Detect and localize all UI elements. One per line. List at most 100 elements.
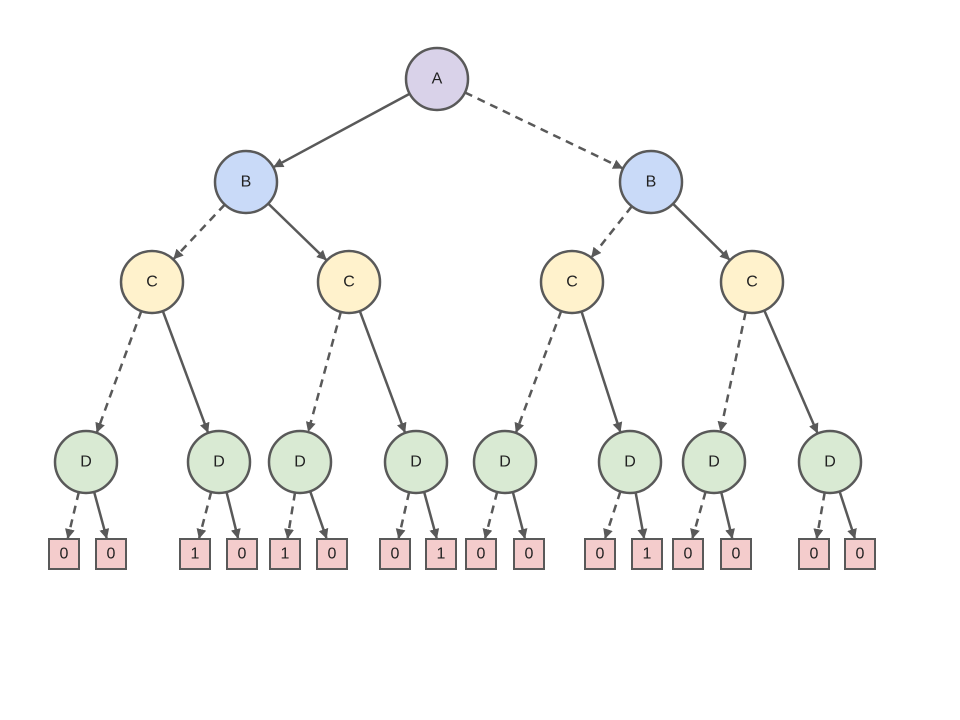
leaf-box — [631, 538, 663, 570]
node-circle — [404, 46, 470, 112]
leaf-l13: 0 — [720, 538, 752, 570]
node-label: D — [624, 454, 636, 471]
leaf-value: 0 — [391, 546, 400, 563]
edge-d011-l7-solid — [422, 491, 440, 539]
leaf-box — [584, 538, 616, 570]
node-b0: B — [213, 149, 279, 215]
leaf-value: 0 — [477, 546, 486, 563]
leaf-l1: 0 — [95, 538, 127, 570]
node-circle — [719, 249, 785, 315]
edge-b0-c00-dashed — [173, 203, 226, 260]
leaf-box — [513, 538, 545, 570]
node-circle — [539, 249, 605, 315]
node-c11: C — [719, 249, 785, 315]
node-circle — [797, 429, 863, 495]
leaf-value: 0 — [856, 546, 865, 563]
edge-d111-l15-solid — [838, 491, 857, 539]
edge-d000-l1-solid — [92, 491, 110, 539]
node-d001: D — [186, 429, 252, 495]
leaf-box — [720, 538, 752, 570]
leaf-box — [844, 538, 876, 570]
leaf-box — [48, 538, 80, 570]
edge-d100-l8-dashed — [482, 491, 499, 540]
edge-a-b0-solid — [273, 92, 411, 168]
leaf-value: 0 — [732, 546, 741, 563]
leaf-value: 0 — [684, 546, 693, 563]
leaf-box — [798, 538, 830, 570]
node-b1: B — [618, 149, 684, 215]
edges-layer — [65, 91, 857, 540]
node-label: B — [241, 174, 252, 191]
node-circle — [472, 429, 538, 495]
leaf-value: 1 — [643, 546, 652, 563]
edge-b0-c01-solid — [267, 202, 327, 261]
edge-d011-l6-dashed — [395, 491, 411, 540]
leaf-l9: 0 — [513, 538, 545, 570]
edge-d010-l4-dashed — [284, 492, 297, 540]
edge-c10-d101-solid — [580, 311, 623, 433]
leaf-l15: 0 — [844, 538, 876, 570]
leaf-l11: 1 — [631, 538, 663, 570]
edge-d001-l2-dashed — [196, 491, 213, 540]
edge-c11-d110-dashed — [717, 312, 747, 432]
leaf-l0: 0 — [48, 538, 80, 570]
leaf-value: 0 — [60, 546, 69, 563]
node-circle — [597, 429, 663, 495]
node-circle — [618, 149, 684, 215]
edge-b1-c11-solid — [672, 202, 731, 261]
node-label: D — [294, 454, 306, 471]
edge-c00-d000-dashed — [95, 310, 143, 433]
leaf-value: 0 — [107, 546, 116, 563]
node-a: A — [404, 46, 470, 112]
leaf-value: 1 — [437, 546, 446, 563]
node-circle — [53, 429, 119, 495]
edge-d001-l3-solid — [225, 491, 241, 539]
leaf-l2: 1 — [179, 538, 211, 570]
leaf-value: 0 — [328, 546, 337, 563]
node-label: D — [80, 454, 92, 471]
node-d010: D — [267, 429, 333, 495]
leaf-l8: 0 — [465, 538, 497, 570]
node-label: D — [410, 454, 422, 471]
node-circle — [681, 429, 747, 495]
leaf-value: 0 — [238, 546, 247, 563]
node-circle — [316, 249, 382, 315]
leaf-box — [465, 538, 497, 570]
node-c10: C — [539, 249, 605, 315]
leaf-box — [95, 538, 127, 570]
edge-c01-d010-dashed — [305, 311, 343, 433]
edge-d110-l12-dashed — [690, 491, 707, 540]
edge-d110-l13-solid — [719, 491, 735, 539]
node-d110: D — [681, 429, 747, 495]
leaf-l5: 0 — [316, 538, 348, 570]
leaf-value: 0 — [596, 546, 605, 563]
node-d100: D — [472, 429, 538, 495]
node-d101: D — [597, 429, 663, 495]
edge-b1-c10-dashed — [590, 205, 633, 258]
leaf-l14: 0 — [798, 538, 830, 570]
leaf-l12: 0 — [672, 538, 704, 570]
node-label: D — [213, 454, 225, 471]
leaf-l6: 0 — [379, 538, 411, 570]
node-d011: D — [383, 429, 449, 495]
leaf-box — [425, 538, 457, 570]
edge-d010-l5-solid — [309, 490, 329, 539]
edge-d101-l10-dashed — [603, 491, 622, 539]
edge-d000-l0-dashed — [65, 491, 81, 539]
leaf-value: 0 — [810, 546, 819, 563]
node-circle — [267, 429, 333, 495]
node-c01: C — [316, 249, 382, 315]
node-label: B — [646, 174, 657, 191]
node-d000: D — [53, 429, 119, 495]
edge-c11-d111-solid — [763, 309, 819, 434]
node-label: C — [566, 274, 578, 291]
node-label: D — [499, 454, 511, 471]
node-label: C — [343, 274, 355, 291]
leaf-box — [226, 538, 258, 570]
node-label: D — [824, 454, 836, 471]
edge-c00-d001-solid — [161, 310, 210, 433]
edge-c01-d011-solid — [358, 310, 407, 433]
leaf-box — [179, 538, 211, 570]
leaf-box — [379, 538, 411, 570]
